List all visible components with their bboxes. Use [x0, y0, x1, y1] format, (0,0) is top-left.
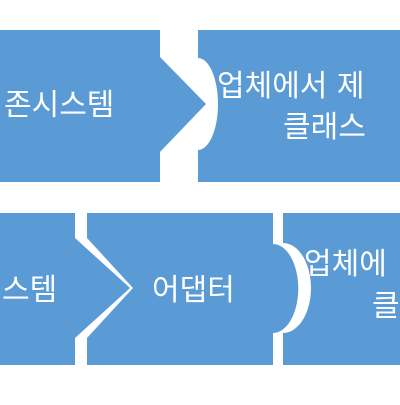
bottom-vendor-class-label-line1: 업체에	[304, 247, 387, 282]
bottom-adapter-label: 어댑터	[152, 273, 235, 308]
top-existing-system-label: 존시스템	[4, 88, 114, 123]
bottom-vendor-class-label-line2: 클	[372, 289, 400, 324]
bottom-existing-system-label: 스템	[2, 273, 57, 308]
top-vendor-class-label-line2: 클래스	[283, 110, 366, 145]
bottom-vendor-class-block	[283, 213, 400, 365]
top-existing-system-block	[0, 30, 206, 182]
top-vendor-class-label-line1: 업체에서 제	[217, 69, 365, 104]
bottom-existing-system-block	[0, 213, 130, 365]
top-vendor-class-block	[198, 30, 400, 182]
bottom-adapter-block	[87, 213, 299, 365]
